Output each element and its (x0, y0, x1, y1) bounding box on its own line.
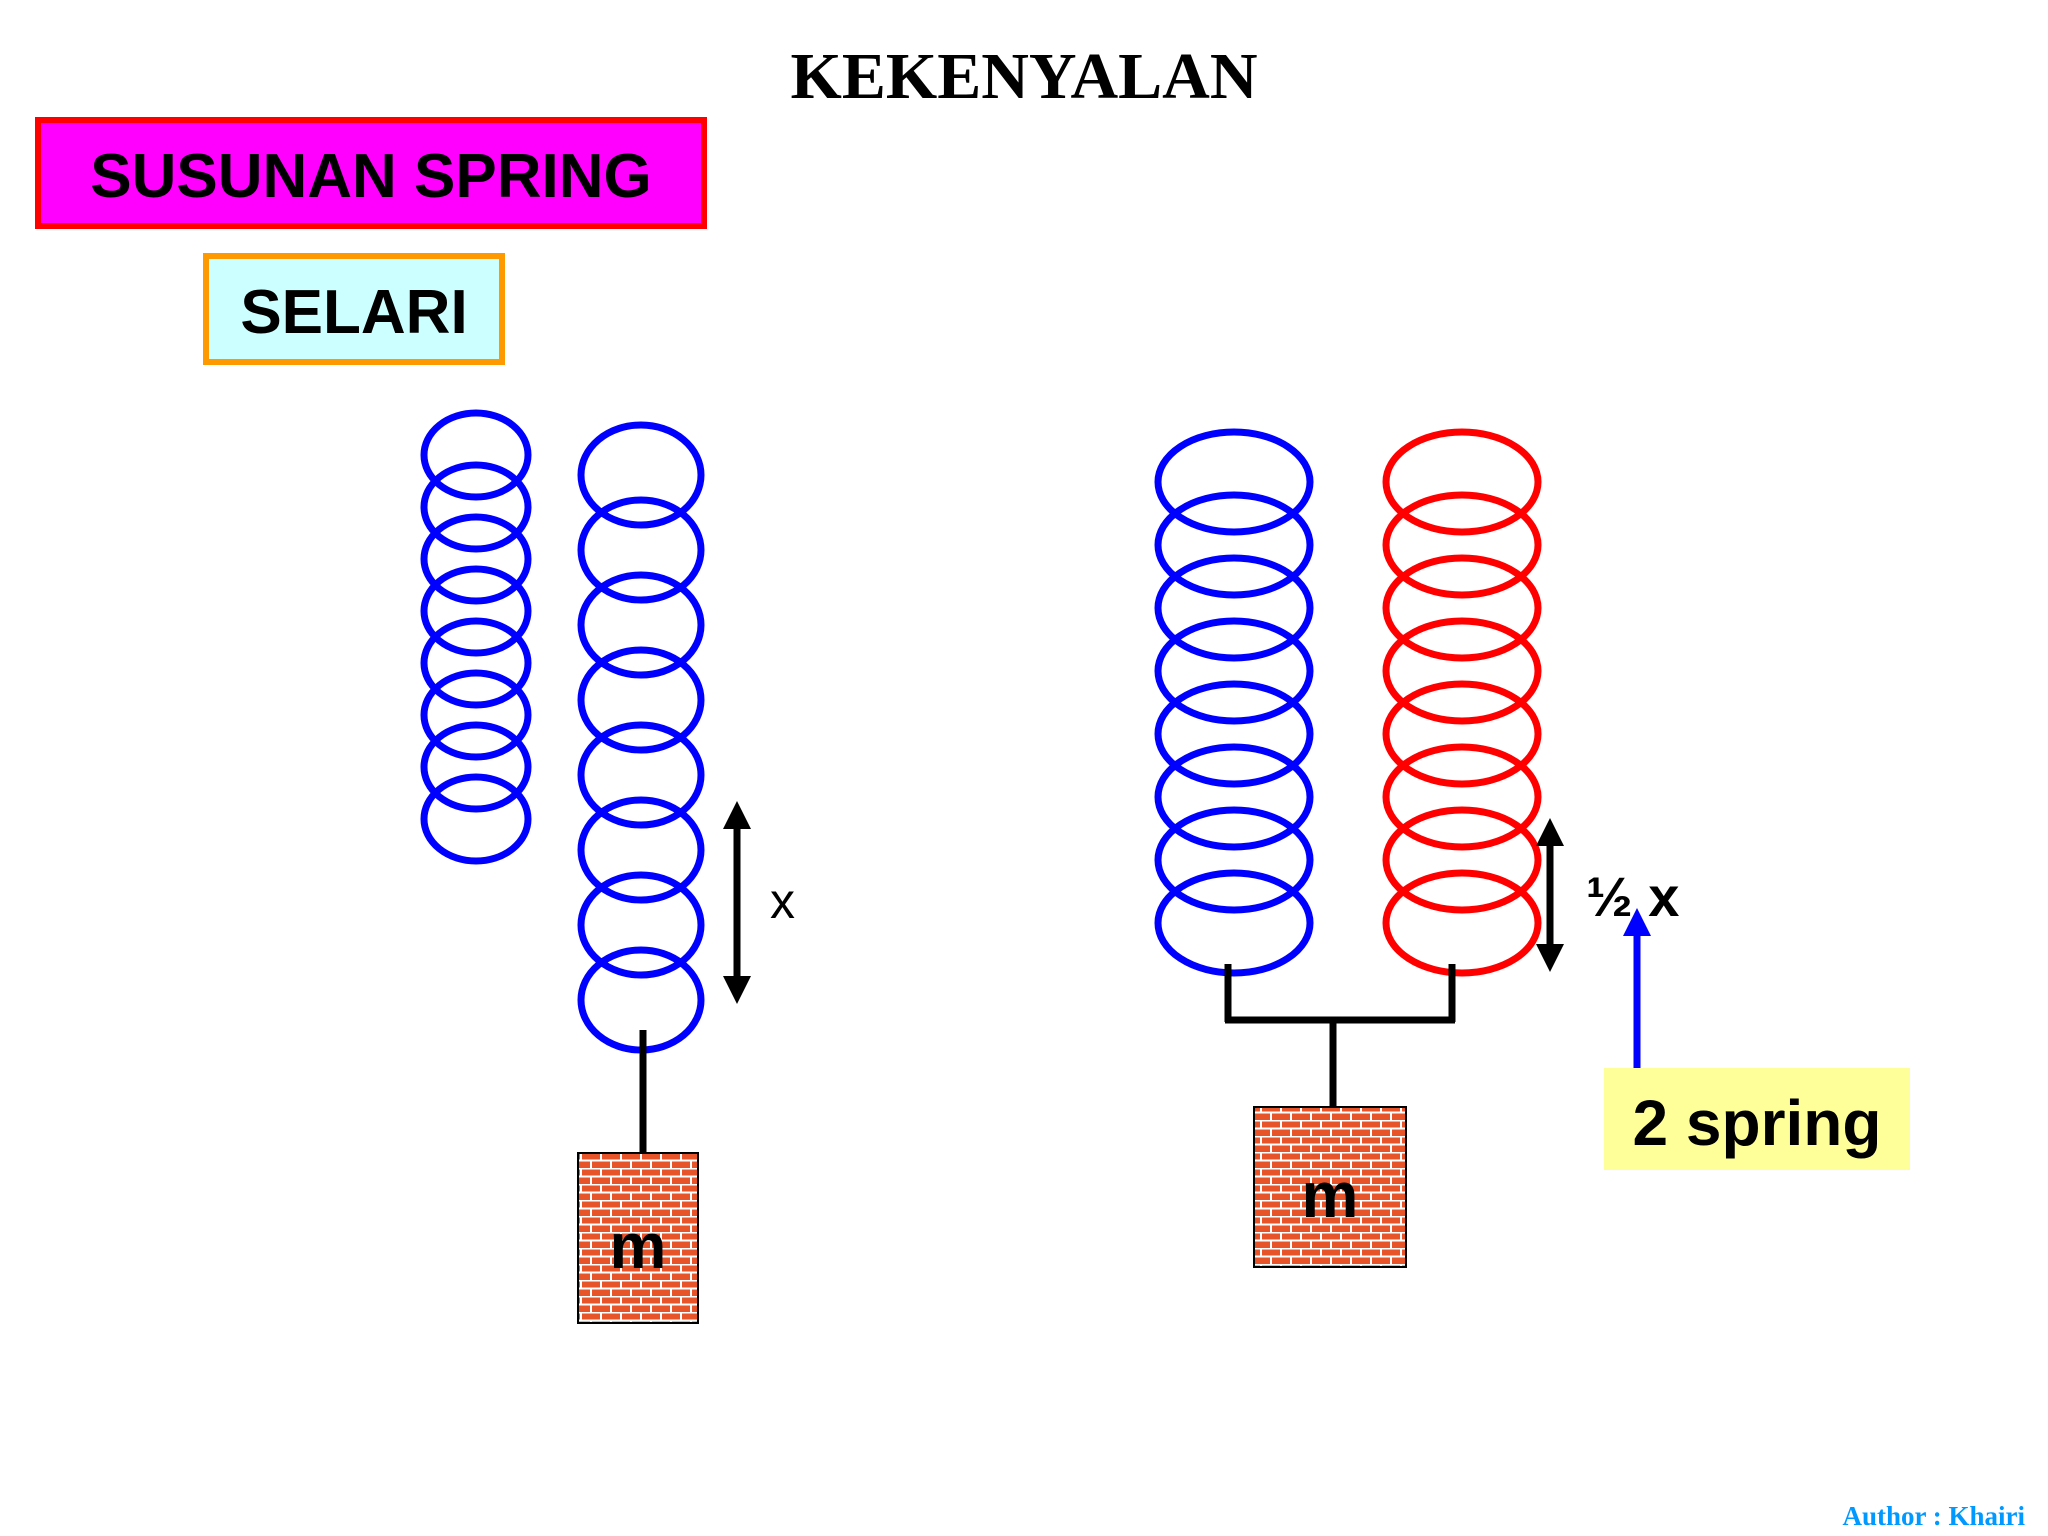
spring-coil (420, 565, 532, 657)
right-extension-label: ½ x (1586, 865, 1679, 928)
spring-coil (1382, 869, 1542, 977)
spring-coil (1154, 617, 1314, 725)
spring-coil (420, 721, 532, 813)
callout-box: 2 spring (1604, 1068, 1910, 1170)
spring-coil (1382, 428, 1542, 536)
spring-coil (577, 721, 705, 829)
spring-coil (577, 496, 705, 604)
spring-coil (1154, 554, 1314, 662)
author-credit: Author : Khairi (1842, 1501, 2025, 1531)
spring-coil (1382, 680, 1542, 788)
unloaded-spring (420, 409, 532, 865)
arrangement-label: SELARI (240, 278, 467, 347)
spring-coil (1382, 806, 1542, 914)
left-mass-label: m (610, 1210, 667, 1282)
slide-title: KEKENYALAN (791, 40, 1258, 113)
spring-coil (577, 871, 705, 979)
left-mass-block: m (577, 1152, 699, 1324)
spring-coil (1154, 491, 1314, 599)
spring-coil (577, 646, 705, 754)
parallel-connector-bar (1224, 964, 1456, 1108)
spring-coil (420, 773, 532, 865)
spring-coil (1154, 680, 1314, 788)
spring-coil (1154, 869, 1314, 977)
spring-coil (577, 421, 705, 529)
arrangement-label-box: SELARI (203, 253, 505, 365)
spring-coil (1154, 428, 1314, 536)
single-loaded-spring (577, 421, 705, 1054)
spring-coil (577, 571, 705, 679)
spring-coil (1154, 743, 1314, 851)
spring-coil (1382, 554, 1542, 662)
right-mass-label: m (1302, 1159, 1359, 1231)
right-mass-block: m (1253, 1106, 1407, 1268)
callout-label: 2 spring (1633, 1087, 1882, 1159)
parallel-spring-red (1382, 428, 1542, 977)
spring-coil (420, 617, 532, 709)
section-label: SUSUNAN SPRING (90, 142, 652, 211)
spring-coil (1382, 491, 1542, 599)
left-extension-label: x (770, 873, 795, 929)
spring-coil (1382, 617, 1542, 725)
parallel-spring-blue (1154, 428, 1314, 977)
spring-coil (420, 409, 532, 501)
spring-coil (1154, 806, 1314, 914)
spring-coil (420, 669, 532, 761)
spring-coil (420, 513, 532, 605)
spring-coil (420, 461, 532, 553)
spring-coil (577, 796, 705, 904)
section-label-box: SUSUNAN SPRING (35, 117, 707, 229)
spring-coil (1382, 743, 1542, 851)
